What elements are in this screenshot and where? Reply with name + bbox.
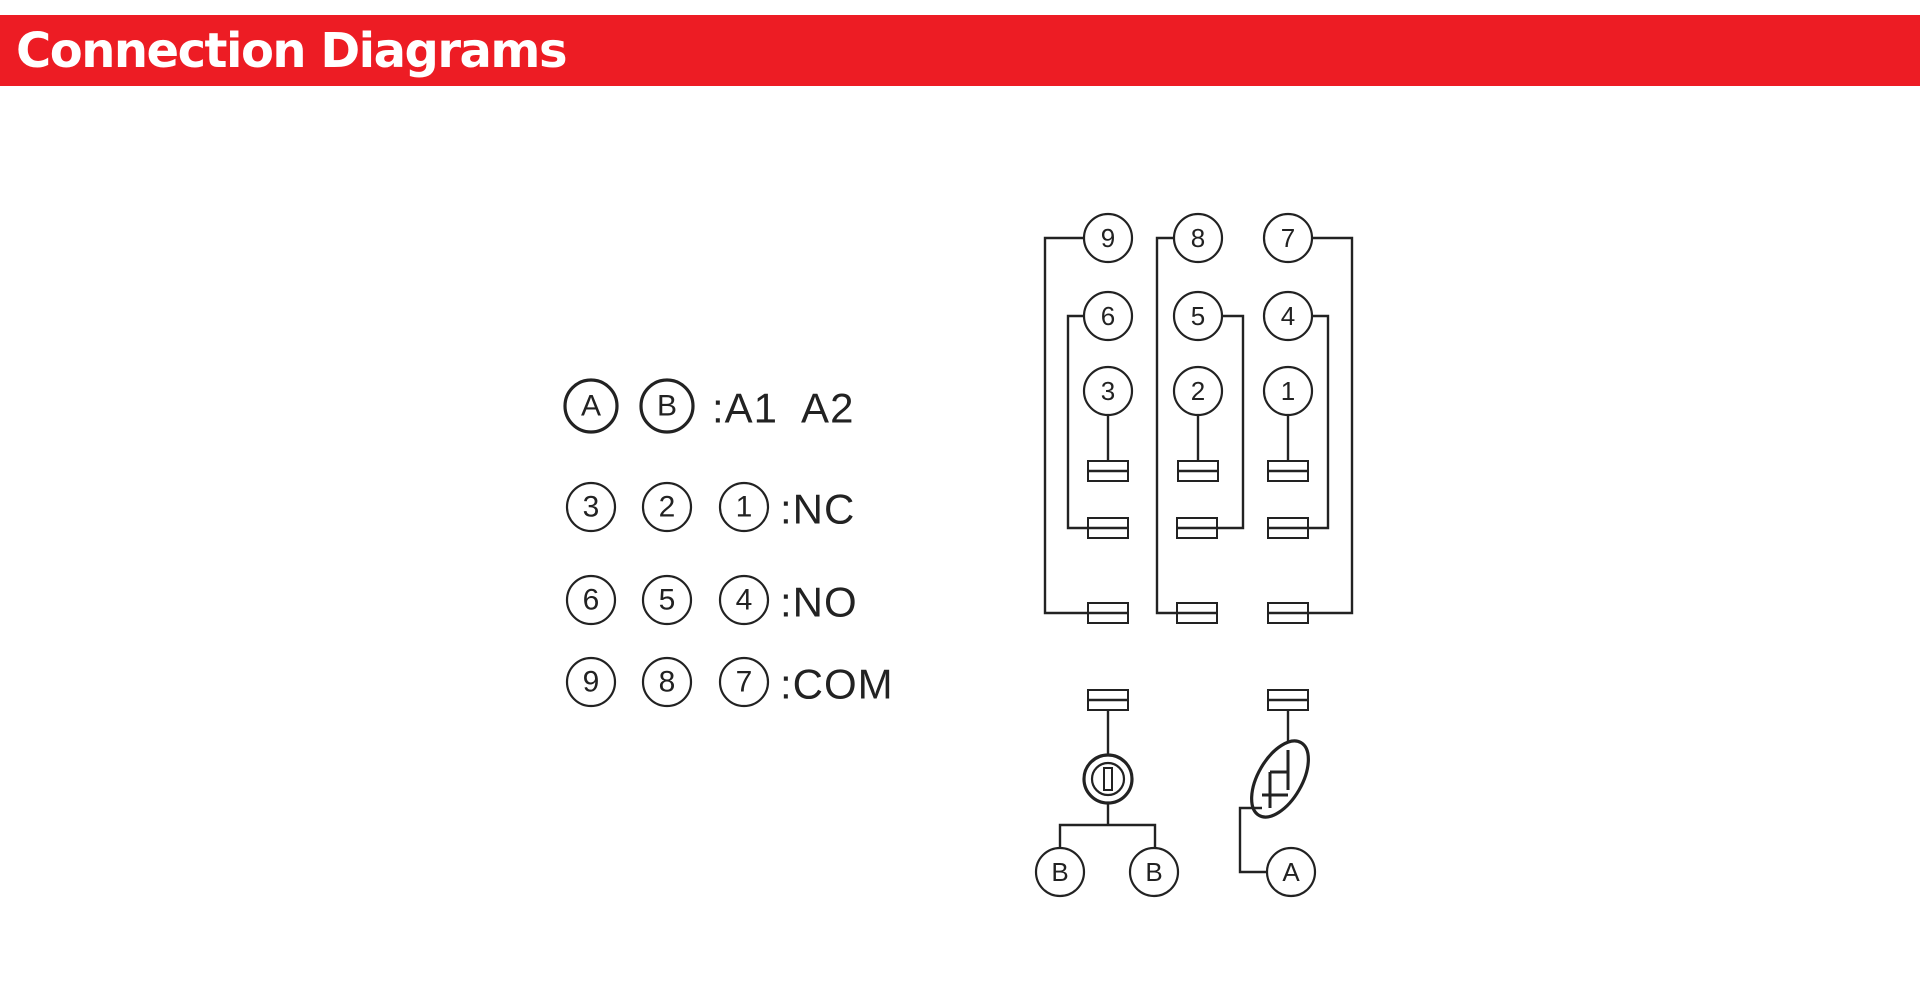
- terminal: [1087, 602, 1129, 624]
- header-bar: Connection Diagrams: [0, 15, 1920, 86]
- indicator-lamp-element: [1103, 767, 1113, 791]
- pin-label: 3: [1101, 376, 1115, 406]
- wire-coil-bottom: [1238, 806, 1268, 874]
- terminal: [1267, 460, 1309, 482]
- legend-pin-circle: [641, 656, 693, 708]
- wire-com-7: [1308, 236, 1354, 615]
- legend-pin-circle: [641, 574, 693, 626]
- legend-pin-label: 9: [583, 666, 600, 699]
- legend-pin-label: B: [657, 390, 677, 423]
- legend-pin-label: 5: [659, 584, 676, 617]
- legend-pin-label: 7: [736, 666, 753, 699]
- pin-label: 4: [1281, 301, 1295, 331]
- legend-pin-circle: [718, 481, 770, 533]
- legend-pin-circle: [718, 656, 770, 708]
- pin-circle: [1172, 212, 1224, 264]
- pin-circle: [1128, 846, 1180, 898]
- pin-label: B: [1051, 857, 1068, 887]
- pin-label: B: [1145, 857, 1162, 887]
- legend-row-nc: 3 2 1 :NC: [565, 481, 855, 533]
- legend-pin-circle: [563, 378, 619, 434]
- legend-pin-circle: [565, 481, 617, 533]
- legend-pin-label: 4: [736, 584, 753, 617]
- legend-pin-circle: [718, 574, 770, 626]
- terminal: [1267, 517, 1309, 539]
- legend-pin-circle: [565, 574, 617, 626]
- pin-circle: [1082, 365, 1134, 417]
- legend-pin-label: 3: [583, 491, 600, 524]
- pin-circle: [1172, 365, 1224, 417]
- pin-label: 8: [1191, 223, 1205, 253]
- legend-pin-label: 6: [583, 584, 600, 617]
- wire-no-4: [1308, 314, 1330, 530]
- pin-circle: [1262, 212, 1314, 264]
- pin-label: 1: [1281, 376, 1295, 406]
- legend-label-nc: :NC: [780, 486, 855, 533]
- terminal: [1176, 602, 1218, 624]
- terminal: [1176, 517, 1218, 539]
- terminal: [1087, 689, 1129, 711]
- wire-no-5: [1217, 314, 1245, 530]
- pin-circle: [1262, 365, 1314, 417]
- pin-circle: [1262, 290, 1314, 342]
- pin-label: A: [1282, 857, 1300, 887]
- terminal: [1177, 460, 1219, 482]
- terminal: [1087, 460, 1129, 482]
- pin-circle: [1082, 290, 1134, 342]
- terminal: [1267, 602, 1309, 624]
- relay-contacts: 9 8 7 6 5 4 3 2 1: [1043, 212, 1354, 624]
- terminal: [1087, 517, 1129, 539]
- pin-circle: [1172, 290, 1224, 342]
- legend-pin-circle: [641, 481, 693, 533]
- legend-pin-label: 8: [659, 666, 676, 699]
- wire-com-8: [1155, 236, 1177, 615]
- coil-section: B B A: [1034, 689, 1317, 898]
- pin-label: 5: [1191, 301, 1205, 331]
- legend-label-com: :COM: [780, 661, 894, 708]
- legend: A B :A1 A2 3 2 1 :NC 6 5 4 :NO 9 8: [563, 378, 894, 708]
- legend-pin-label: 1: [736, 491, 753, 524]
- wire-com-9: [1043, 236, 1088, 615]
- legend-row-no: 6 5 4 :NO: [565, 574, 858, 626]
- legend-row-com: 9 8 7 :COM: [565, 656, 894, 708]
- pin-label: 9: [1101, 223, 1115, 253]
- legend-row-coil: A B :A1 A2: [563, 378, 854, 434]
- pin-circle: [1265, 846, 1317, 898]
- coil-icon: [1250, 739, 1310, 819]
- pin-circle: [1082, 212, 1134, 264]
- terminal: [1267, 689, 1309, 711]
- pin-label: 2: [1191, 376, 1205, 406]
- legend-pin-circle: [565, 656, 617, 708]
- legend-pin-circle: [639, 378, 695, 434]
- wire-indicator-branch: [1058, 803, 1157, 849]
- legend-pin-label: A: [581, 390, 601, 423]
- legend-label-no: :NO: [780, 579, 858, 626]
- pin-label: 7: [1281, 223, 1295, 253]
- legend-pin-label: 2: [659, 491, 676, 524]
- legend-label-coil: :A1 A2: [712, 385, 854, 432]
- pin-circle: [1034, 846, 1086, 898]
- wire-no-6: [1066, 314, 1088, 530]
- pin-label: 6: [1101, 301, 1115, 331]
- page-title: Connection Diagrams: [16, 23, 568, 79]
